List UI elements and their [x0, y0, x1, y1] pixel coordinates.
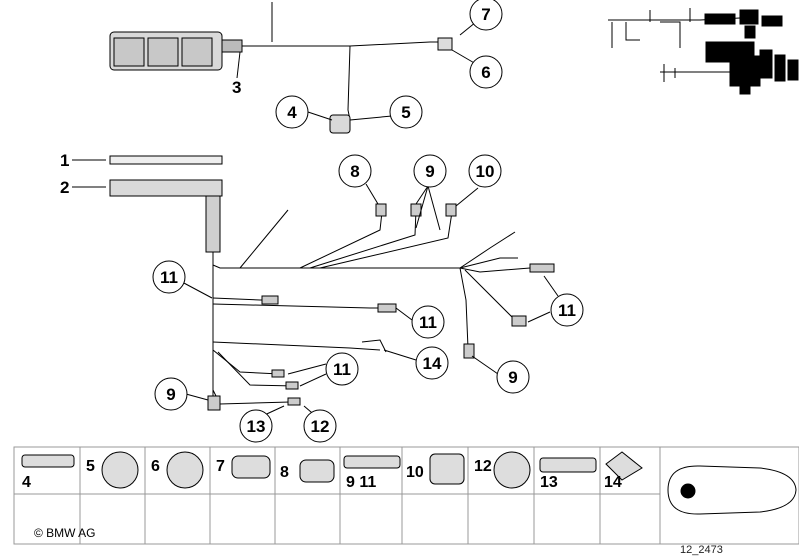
callout-14: 14 [423, 354, 442, 373]
callout-6: 6 [481, 63, 490, 82]
connector-12-icon [493, 451, 531, 489]
callout-12: 12 [311, 417, 330, 436]
callout-9-right: 9 [508, 368, 517, 387]
location-marker-icon [680, 483, 696, 499]
connector-6-icon [166, 451, 204, 489]
callout-4: 4 [287, 103, 297, 122]
legend-label-10: 10 [406, 464, 424, 481]
legend-label-14: 14 [604, 474, 622, 491]
legend-label-12: 12 [474, 458, 492, 475]
legend-label-4: 4 [22, 474, 31, 491]
connector-8-icon [299, 459, 335, 483]
label-1: 1 [60, 151, 69, 170]
legend-label-7: 7 [216, 458, 225, 475]
legend-label-8: 8 [280, 464, 289, 481]
vehicle-harness-thumbnail [608, 8, 799, 95]
copyright: © BMW AG [34, 526, 96, 540]
reference-number: 12_2473 [680, 544, 723, 556]
connector-5-icon [101, 451, 139, 489]
legend-part-icons [21, 451, 797, 515]
connector-9-11-icon [343, 455, 401, 469]
callout-13: 13 [247, 417, 266, 436]
cover-strips [72, 155, 223, 197]
callout-5: 5 [401, 103, 410, 122]
connector-7-icon [231, 455, 271, 479]
vehicle-outline-icon [667, 465, 797, 515]
callout-11-lower: 11 [333, 360, 351, 379]
callout-9-left: 9 [166, 385, 175, 404]
connector-13-icon [539, 457, 597, 473]
legend-label-13: 13 [540, 474, 558, 491]
callouts [152, 0, 584, 443]
legend-label-6: 6 [151, 458, 160, 475]
legend-table [13, 446, 799, 545]
main-wiring-harness [181, 183, 559, 419]
label-2: 2 [60, 178, 69, 197]
callout-11-left: 11 [160, 268, 178, 287]
callout-7: 7 [481, 5, 490, 24]
callout-11-center: 11 [419, 313, 437, 332]
callout-8: 8 [350, 162, 359, 181]
callout-11-right: 11 [558, 301, 576, 320]
connector-14-icon [605, 451, 643, 481]
callout-9-top: 9 [425, 162, 434, 181]
callout-10: 10 [476, 162, 495, 181]
connector-10-icon [429, 453, 465, 485]
legend-label-5: 5 [86, 458, 95, 475]
label-3: 3 [232, 78, 241, 97]
connector-4-icon [21, 454, 75, 468]
top-harness-assembly [109, 2, 477, 134]
legend-label-9-11: 9 11 [346, 474, 376, 491]
